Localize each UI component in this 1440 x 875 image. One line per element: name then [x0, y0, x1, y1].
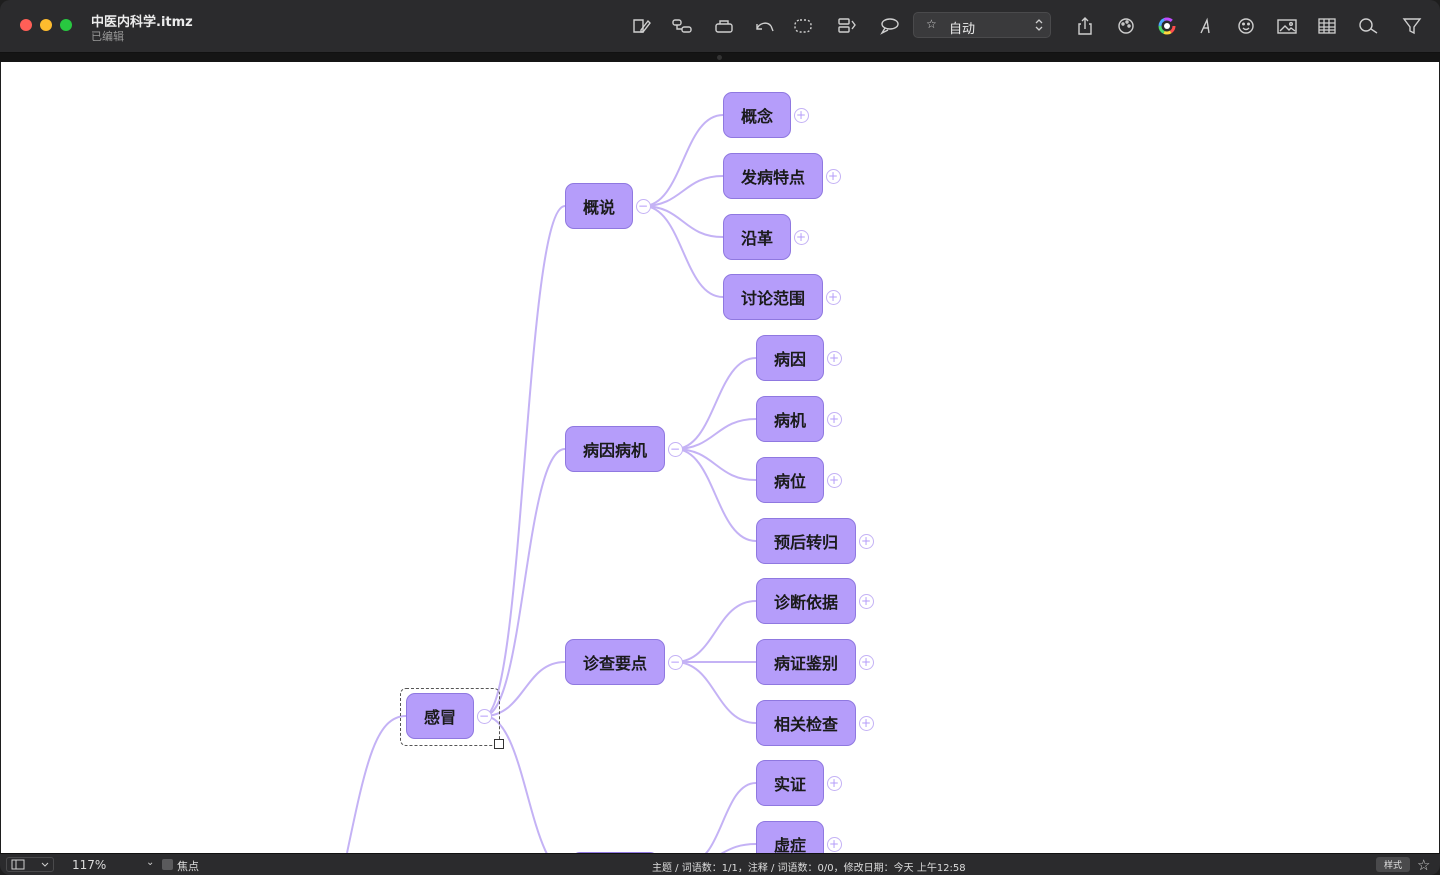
- collapse-toggle-branch-2[interactable]: −: [667, 441, 683, 457]
- star-icon[interactable]: ☆: [1417, 856, 1431, 874]
- topic-leaf[interactable]: 病机: [756, 396, 824, 442]
- filter-icon[interactable]: [1400, 14, 1424, 38]
- selection-outline: [400, 688, 500, 746]
- leaf-link: [642, 205, 724, 238]
- style-select-value: 自动: [949, 22, 976, 37]
- mindmap-links: [346, 114, 757, 853]
- expand-toggle[interactable]: +: [858, 593, 874, 609]
- resize-grip[interactable]: [717, 55, 722, 60]
- document-title: 中医内科学.itmz: [91, 15, 193, 30]
- share-icon[interactable]: [1073, 14, 1097, 38]
- title-bar: 中医内科学.itmz 已编辑 ☆ 自动: [0, 0, 1440, 53]
- canvas-top-strip: [0, 53, 1440, 62]
- sidebar-toggle-button[interactable]: [6, 857, 54, 872]
- topic-leaf[interactable]: 病因: [756, 335, 824, 381]
- topic-leaf[interactable]: 虚症: [756, 821, 824, 853]
- expand-toggle[interactable]: +: [858, 654, 874, 670]
- table-icon[interactable]: [1315, 14, 1339, 38]
- topic-branch-2[interactable]: 病因病机: [565, 426, 665, 472]
- expand-toggle[interactable]: +: [793, 229, 809, 245]
- font-icon[interactable]: [1194, 14, 1218, 38]
- leaf-link: [674, 600, 757, 663]
- topic-leaf[interactable]: 预后转归: [756, 518, 856, 564]
- trunk-link: [346, 715, 407, 853]
- expand-toggle[interactable]: +: [858, 533, 874, 549]
- note-icon[interactable]: [629, 14, 653, 38]
- collapse-toggle-branch-3[interactable]: −: [667, 654, 683, 670]
- focus-checkbox[interactable]: [162, 859, 173, 870]
- focus-label: 焦点: [177, 860, 199, 873]
- style-select[interactable]: ☆ 自动: [913, 12, 1051, 38]
- sidebar-icon: [11, 859, 49, 870]
- status-bar: 117% ⌄ 焦点 主题 / 词语数：1/1，注释 / 词语数：0/0，修改日期…: [0, 853, 1440, 875]
- theme-icon[interactable]: [1114, 14, 1138, 38]
- chevron-updown-icon: [1035, 19, 1043, 31]
- topic-layout-icon[interactable]: [670, 14, 694, 38]
- expand-toggle[interactable]: +: [826, 836, 842, 852]
- topic-leaf[interactable]: 讨论范围: [723, 274, 823, 320]
- expand-toggle[interactable]: +: [826, 350, 842, 366]
- expand-toggle[interactable]: +: [793, 107, 809, 123]
- branch-link: [483, 205, 566, 717]
- topic-leaf[interactable]: 概念: [723, 92, 791, 138]
- close-window-button[interactable]: [20, 19, 32, 31]
- topic-leaf[interactable]: 实证: [756, 760, 824, 806]
- branch-link: [483, 448, 566, 717]
- leaf-link: [674, 661, 757, 724]
- emoji-icon[interactable]: [1234, 14, 1258, 38]
- branch-link: [483, 661, 566, 717]
- leaf-link: [720, 843, 757, 853]
- boundary-icon[interactable]: [791, 14, 815, 38]
- leaf-link: [674, 418, 757, 450]
- expand-toggle[interactable]: +: [826, 775, 842, 791]
- structure-icon[interactable]: [835, 14, 859, 38]
- topic-leaf[interactable]: 病位: [756, 457, 824, 503]
- resize-handle[interactable]: [494, 739, 504, 749]
- topic-leaf[interactable]: 相关检查: [756, 700, 856, 746]
- chevron-down-icon[interactable]: ⌄: [146, 857, 155, 868]
- expand-toggle[interactable]: +: [825, 168, 841, 184]
- expand-toggle[interactable]: +: [858, 715, 874, 731]
- star-icon: ☆: [926, 17, 937, 31]
- leaf-link: [642, 175, 724, 207]
- search-icon[interactable]: [1356, 14, 1380, 38]
- topic-leaf[interactable]: 诊断依据: [756, 578, 856, 624]
- collapse-toggle-branch-1[interactable]: −: [635, 198, 651, 214]
- topic-branch-3[interactable]: 诊查要点: [565, 639, 665, 685]
- topic-branch-1[interactable]: 概说: [565, 183, 633, 229]
- color-wheel-icon[interactable]: [1155, 14, 1179, 38]
- topic-leaf[interactable]: 发病特点: [723, 153, 823, 199]
- leaf-link: [674, 357, 757, 450]
- leaf-link: [704, 782, 757, 853]
- mindmap-canvas[interactable]: 感冒 − 概说 − 概念 + 发病特点 + 沿革 + 讨论范围 + 病因病机 −…: [1, 62, 1439, 853]
- image-icon[interactable]: [1275, 14, 1299, 38]
- minimize-window-button[interactable]: [40, 19, 52, 31]
- topic-leaf[interactable]: 病证鉴别: [756, 639, 856, 685]
- branch-link: [483, 715, 548, 853]
- document-status: 已编辑: [91, 30, 124, 43]
- zoom-level[interactable]: 117%: [72, 858, 107, 872]
- leaf-link: [674, 448, 757, 542]
- leaf-link: [642, 205, 724, 298]
- leaf-link: [674, 448, 757, 481]
- expand-toggle[interactable]: +: [826, 472, 842, 488]
- callout-icon[interactable]: [877, 14, 901, 38]
- expand-toggle[interactable]: +: [825, 289, 841, 305]
- document-stats: 主题 / 词语数：1/1，注释 / 词语数：0/0，修改日期：今天 上午12:5…: [652, 863, 966, 874]
- topic-root[interactable]: 感冒: [406, 693, 474, 739]
- insert-topic-icon[interactable]: [712, 14, 736, 38]
- collapse-toggle-root[interactable]: −: [476, 708, 492, 724]
- undo-icon[interactable]: [752, 14, 776, 38]
- style-panel-button[interactable]: 样式: [1376, 857, 1410, 872]
- expand-toggle[interactable]: +: [826, 411, 842, 427]
- leaf-link: [642, 114, 724, 207]
- zoom-window-button[interactable]: [60, 19, 72, 31]
- topic-leaf[interactable]: 沿革: [723, 214, 791, 260]
